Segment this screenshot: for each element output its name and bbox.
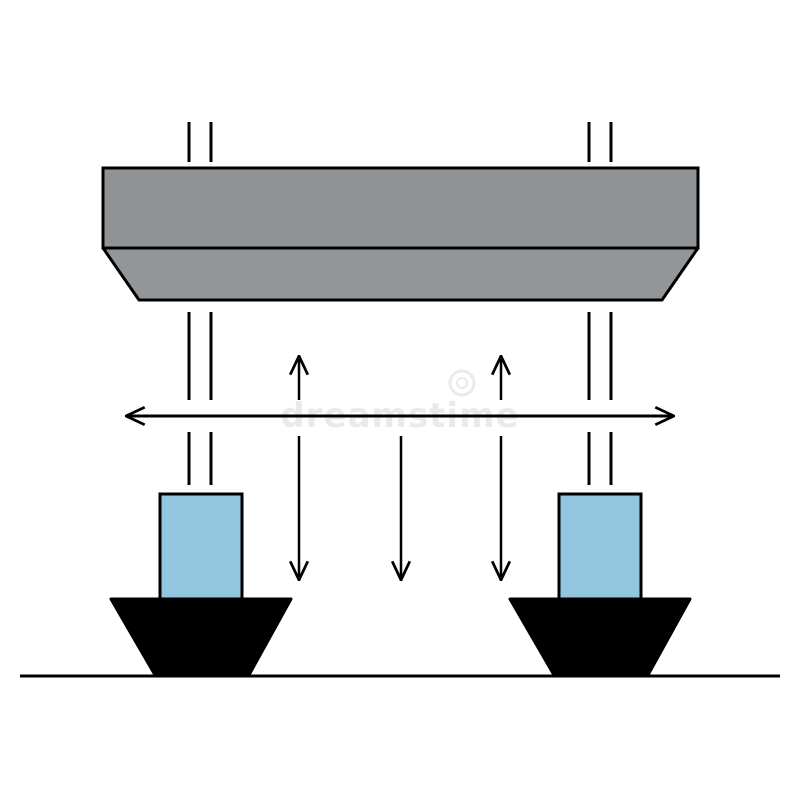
watermark: dreamstime [280,369,519,436]
left-column [158,492,244,602]
beam-bottom [101,246,700,302]
right-footing [508,597,692,677]
left-footing [109,597,293,677]
left-support-lines [187,122,213,485]
beam-top [101,166,700,250]
right-support-lines [587,122,613,485]
right-column [557,492,643,602]
